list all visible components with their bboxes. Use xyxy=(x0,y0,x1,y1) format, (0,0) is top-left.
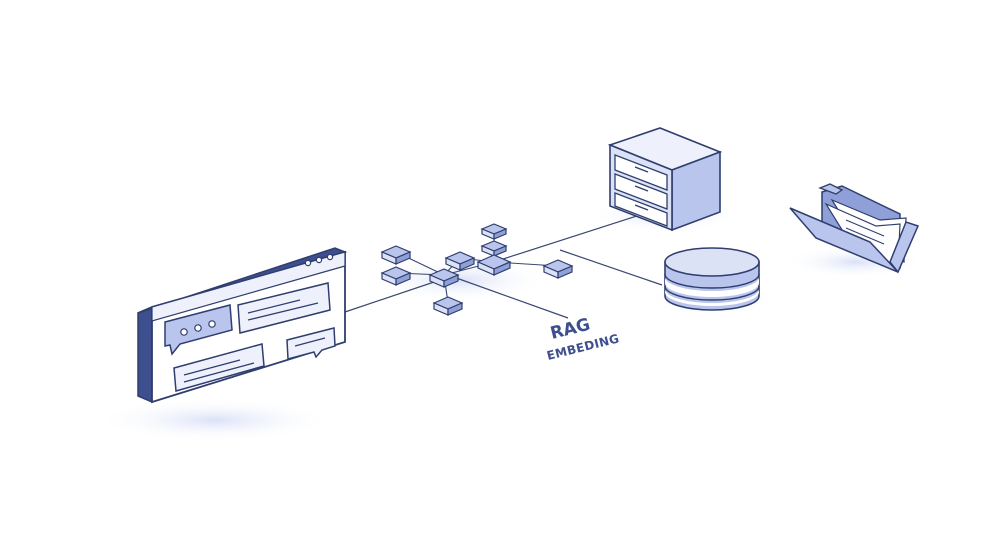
node-cube-icon xyxy=(476,254,512,276)
node-cube-icon xyxy=(428,268,460,288)
node-cube-icon xyxy=(380,266,412,286)
node-cube-icon xyxy=(432,296,464,316)
database-cylinder-icon xyxy=(664,247,760,311)
node-cube-icon xyxy=(542,259,574,279)
node-cube-icon xyxy=(444,251,476,271)
reply-bubble-icon xyxy=(286,327,336,360)
file-cabinet-server-icon xyxy=(607,127,723,232)
node-cube-icon xyxy=(480,240,508,257)
node-cube-icon xyxy=(480,223,508,240)
line-ui-to-network xyxy=(344,279,441,313)
line-network-to-server xyxy=(499,214,641,261)
typing-bubble-icon xyxy=(164,304,233,356)
line-network-to-label xyxy=(447,274,569,319)
connector-lines xyxy=(344,214,663,319)
message-card-icon xyxy=(237,282,331,334)
message-card-icon xyxy=(173,343,265,392)
node-cube-icon xyxy=(380,245,412,265)
line-network-to-database xyxy=(559,249,663,286)
window-dot-icon xyxy=(315,256,323,264)
window-dot-icon xyxy=(326,253,334,261)
document-folder-icon xyxy=(789,183,920,274)
chat-window-icon xyxy=(137,247,348,404)
window-dot-icon xyxy=(304,259,312,267)
embedding-network-icon xyxy=(380,223,574,316)
